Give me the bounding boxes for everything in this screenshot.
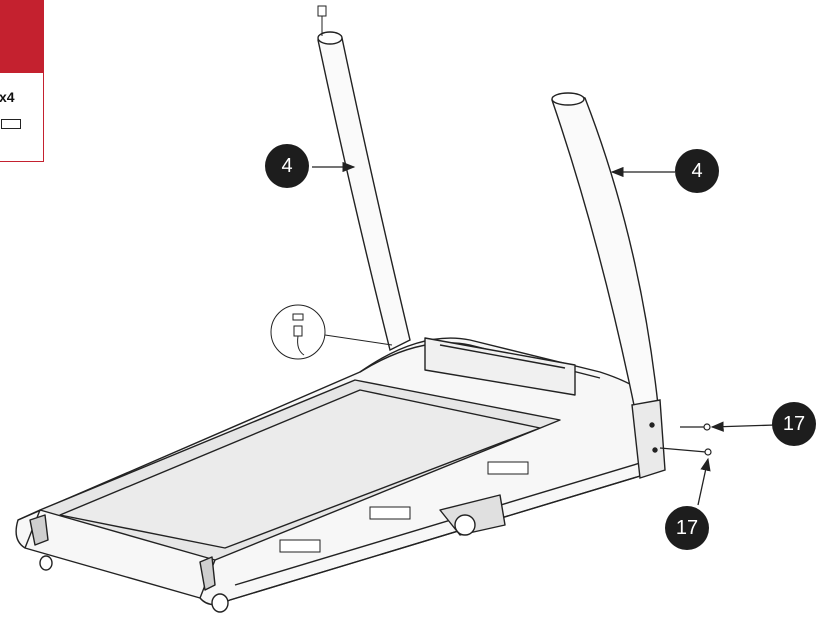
side-vent-slots (279, 461, 529, 553)
parts-quantity: x4 (0, 89, 15, 105)
right-upright-post (551, 92, 666, 479)
cable-connector-detail (270, 304, 393, 360)
callout-right-upright: 4 (675, 149, 719, 193)
parts-box-header (0, 0, 43, 73)
callout-label: 17 (675, 516, 699, 539)
callout-bolt-lower: 17 (665, 506, 709, 550)
callout-label: 4 (691, 159, 703, 182)
leader-arrows (312, 161, 776, 506)
parts-box: x4 (0, 0, 44, 162)
callout-bolt-upper: 17 (772, 402, 816, 446)
treadmill-base (15, 337, 661, 613)
callout-label: 4 (281, 154, 293, 177)
callout-label: 17 (782, 412, 806, 435)
screw-part-icon (1, 119, 21, 129)
left-cable (317, 5, 327, 36)
left-upright-post (317, 31, 411, 352)
bolts (659, 423, 712, 456)
callout-left-upright: 4 (265, 144, 309, 188)
